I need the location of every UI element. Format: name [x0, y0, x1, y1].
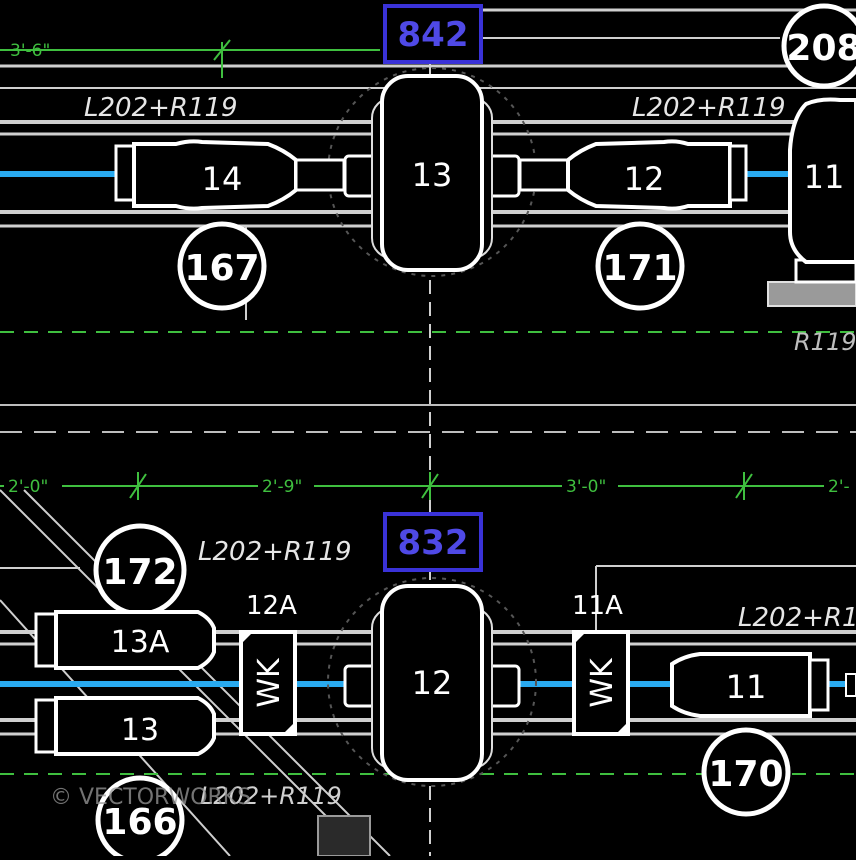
wk-box-right[interactable]: WK: [572, 630, 630, 736]
tag-832-text: 832: [398, 523, 469, 563]
hub-unit-12[interactable]: 12: [327, 577, 537, 787]
unit-14[interactable]: 14: [114, 139, 346, 211]
unit-11-top[interactable]: 11: [767, 97, 856, 307]
tag-842-text: 842: [398, 15, 469, 55]
top-dimension-line: 3'-6": [0, 39, 380, 78]
unit-14-label: 14: [202, 160, 243, 198]
middle-grey-lines: [0, 404, 856, 433]
mid-dimension-line: 2'-0" 2'-9" 3'-0" 2'-: [0, 472, 856, 500]
callout-171[interactable]: 171: [595, 221, 685, 311]
route-label-top-left: L202+R119: [84, 93, 238, 123]
callout-170[interactable]: 170: [701, 727, 791, 817]
dimension-label: 3'-6": [10, 41, 50, 61]
wk-right-label: WK: [585, 657, 620, 708]
route-label-bottom-right: L202+R1: [738, 603, 856, 633]
callout-172[interactable]: 172: [93, 523, 187, 617]
grey-block: [317, 815, 371, 857]
unit-12-top-label: 12: [624, 160, 665, 198]
segment-label-12a: 12A: [246, 591, 297, 621]
callout-167[interactable]: 167: [177, 221, 267, 311]
route-label-bottom-left: L202+R119: [198, 537, 352, 567]
callout-170-text: 170: [708, 754, 783, 795]
callout-172-text: 172: [102, 552, 177, 593]
route-label-bottom-overlap: L202+R119: [200, 782, 342, 810]
route-label-top-far-right: R119: [794, 328, 856, 356]
dimension-label: 2'-: [828, 477, 850, 497]
callout-166-text: 166: [102, 802, 177, 843]
callout-208-text: 208: [786, 28, 856, 69]
watermark: © VECTORWORKS: [50, 785, 251, 810]
wk-box-left[interactable]: WK: [239, 630, 297, 736]
route-label-top-right: L202+R119: [632, 93, 786, 123]
wk-left-label: WK: [252, 657, 287, 708]
unit-12-bottom-label: 12: [412, 664, 453, 702]
dimension-label: 2'-0": [8, 477, 48, 497]
unit-11-top-label: 11: [804, 158, 845, 196]
tag-832[interactable]: 832: [383, 512, 483, 572]
segment-label-11a: 11A: [572, 591, 623, 621]
unit-13a[interactable]: 13A: [34, 610, 216, 670]
unit-12-top[interactable]: 12: [518, 139, 748, 211]
tag-842[interactable]: 842: [383, 4, 483, 64]
callout-208[interactable]: 208: [781, 3, 856, 89]
hub-unit-13[interactable]: 13: [327, 67, 537, 277]
callout-167-text: 167: [184, 248, 259, 289]
unit-13-bottom[interactable]: 13: [34, 696, 216, 756]
callout-171-text: 171: [602, 248, 677, 289]
callout-166[interactable]: 166: [95, 775, 185, 860]
unit-11-bottom-label: 11: [726, 668, 767, 706]
unit-13a-label: 13A: [111, 625, 170, 660]
unit-13-label: 13: [412, 156, 453, 194]
dimension-label: 2'-9": [262, 477, 302, 497]
unit-11-bottom[interactable]: 11: [670, 652, 856, 718]
dimension-label: 3'-0": [566, 477, 606, 497]
unit-13-bottom-label: 13: [121, 713, 159, 748]
